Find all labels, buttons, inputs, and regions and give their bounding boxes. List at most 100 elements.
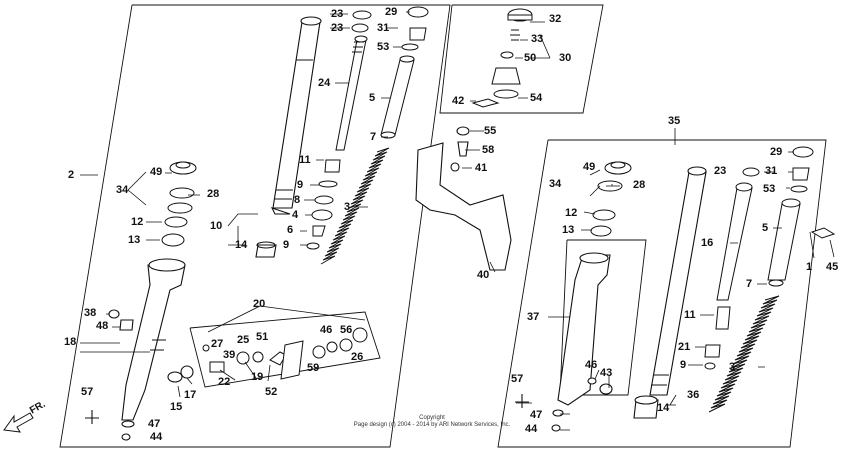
callout-56[interactable]: 56: [340, 324, 353, 336]
callout-19[interactable]: 19: [251, 371, 264, 383]
callout-58[interactable]: 58: [482, 144, 495, 156]
left-slider: [85, 258, 194, 441]
callout-11-right[interactable]: 11: [684, 309, 696, 321]
callout-42[interactable]: 42: [452, 95, 465, 107]
left-seals: [161, 161, 197, 247]
right-damper-rod: [716, 182, 753, 301]
copyright-line-1: Copyright: [419, 415, 445, 421]
callout-28-left[interactable]: 28: [207, 188, 220, 200]
callout-3-left[interactable]: 3: [344, 201, 351, 213]
callout-57-right[interactable]: 57: [511, 373, 524, 385]
callout-31-right[interactable]: 31: [765, 165, 778, 177]
front-direction-label: FR.: [28, 398, 48, 417]
copyright-notice: Copyright Page design (c) 2004 - 2014 by…: [337, 415, 527, 429]
callout-16[interactable]: 16: [701, 237, 714, 249]
callout-13-right[interactable]: 13: [562, 224, 575, 236]
callout-23-b[interactable]: 23: [331, 22, 344, 34]
right-small-parts: [704, 146, 836, 370]
callout-49-left[interactable]: 49: [150, 166, 163, 178]
callout-25[interactable]: 25: [237, 334, 250, 346]
callout-33[interactable]: 33: [531, 33, 544, 45]
callout-53-left[interactable]: 53: [377, 41, 390, 53]
callout-44-right[interactable]: 44: [525, 423, 538, 435]
callout-26[interactable]: 26: [351, 351, 364, 363]
callout-59[interactable]: 59: [307, 362, 320, 374]
callout-3-right[interactable]: 3: [729, 361, 736, 373]
callout-20[interactable]: 20: [253, 298, 266, 310]
right-spring: [708, 198, 801, 413]
callout-30[interactable]: 30: [559, 52, 572, 64]
callout-47-left[interactable]: 47: [148, 418, 161, 430]
callout-4[interactable]: 4: [292, 209, 299, 221]
callout-22[interactable]: 22: [218, 376, 231, 388]
callout-13-left[interactable]: 13: [128, 234, 141, 246]
callout-41[interactable]: 41: [475, 162, 488, 174]
callout-7-right[interactable]: 7: [746, 278, 753, 290]
callout-12-right[interactable]: 12: [565, 207, 578, 219]
copyright-line-2: Page design (c) 2004 - 2014 by ARI Netwo…: [353, 421, 511, 428]
callout-14-left[interactable]: 14: [235, 239, 248, 251]
section-frames: [59, 4, 827, 448]
callout-37[interactable]: 37: [527, 311, 540, 323]
callout-14-right[interactable]: 14: [657, 402, 670, 414]
callout-18[interactable]: 18: [64, 336, 77, 348]
callout-6[interactable]: 6: [287, 224, 294, 236]
front-arrow-icon: [3, 412, 34, 433]
caliper-parts: [202, 327, 368, 380]
callout-34-left[interactable]: 34: [116, 184, 129, 196]
callout-27[interactable]: 27: [211, 338, 224, 350]
left-damper-rod: [335, 35, 368, 151]
callout-31-left[interactable]: 31: [377, 22, 390, 34]
cap-parts: [471, 8, 533, 108]
callout-21[interactable]: 21: [678, 341, 691, 353]
callout-44-left[interactable]: 44: [150, 431, 163, 443]
callout-23-c[interactable]: 23: [714, 165, 727, 177]
callout-9-a[interactable]: 9: [297, 179, 304, 191]
callout-10[interactable]: 10: [210, 220, 223, 232]
callout-15[interactable]: 15: [170, 401, 183, 413]
callout-49-right[interactable]: 49: [583, 161, 596, 173]
callout-57-left[interactable]: 57: [81, 386, 94, 398]
callout-1[interactable]: 1: [806, 261, 813, 273]
callout-43[interactable]: 43: [600, 367, 613, 379]
callout-2[interactable]: 2: [68, 169, 75, 181]
callout-11-left[interactable]: 11: [299, 154, 311, 166]
callout-29-right[interactable]: 29: [770, 146, 783, 158]
callout-38[interactable]: 38: [84, 307, 97, 319]
callout-39[interactable]: 39: [223, 349, 236, 361]
callout-40[interactable]: 40: [477, 269, 490, 281]
callout-35[interactable]: 35: [668, 115, 681, 127]
callout-8[interactable]: 8: [294, 194, 301, 206]
callout-12-left[interactable]: 12: [131, 216, 144, 228]
callout-34-right[interactable]: 34: [549, 178, 562, 190]
callout-7-left[interactable]: 7: [370, 131, 377, 143]
callout-32[interactable]: 32: [549, 13, 562, 25]
callout-47-right[interactable]: 47: [530, 409, 543, 421]
callout-48[interactable]: 48: [96, 320, 109, 332]
callout-28-right[interactable]: 28: [633, 179, 646, 191]
callout-36[interactable]: 36: [687, 389, 700, 401]
callout-50[interactable]: 50: [524, 52, 537, 64]
callout-23-a[interactable]: 23: [331, 8, 344, 20]
callout-29-left[interactable]: 29: [385, 6, 398, 18]
callout-9-c[interactable]: 9: [680, 359, 687, 371]
callout-24[interactable]: 24: [318, 77, 331, 89]
callout-52[interactable]: 52: [265, 386, 278, 398]
left-outer-tube: [255, 16, 322, 258]
callout-46-left[interactable]: 46: [320, 324, 333, 336]
fork-brace: [415, 126, 512, 271]
callout-17[interactable]: 17: [184, 389, 197, 401]
right-outer-tube: [633, 166, 707, 419]
callout-51[interactable]: 51: [256, 331, 269, 343]
callout-9-b[interactable]: 9: [283, 239, 290, 251]
callout-5-right[interactable]: 5: [762, 222, 769, 234]
callout-54[interactable]: 54: [530, 92, 543, 104]
callout-45[interactable]: 45: [826, 261, 839, 273]
callout-5-left[interactable]: 5: [369, 92, 376, 104]
callout-53-right[interactable]: 53: [763, 183, 776, 195]
callout-55[interactable]: 55: [484, 125, 497, 137]
callout-46-right[interactable]: 46: [585, 359, 598, 371]
front-direction-indicator: FR.: [2, 398, 60, 436]
